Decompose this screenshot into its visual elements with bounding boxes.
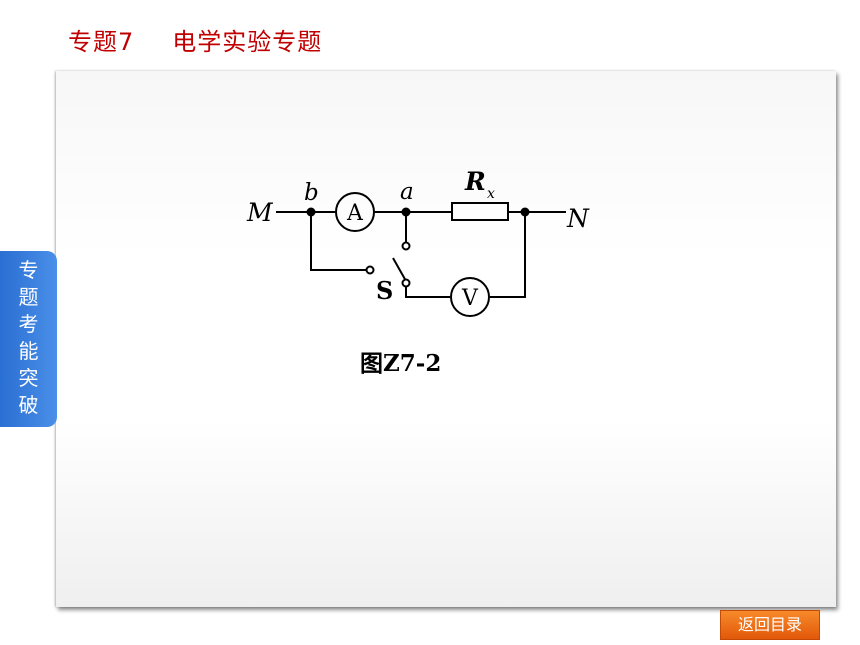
ammeter-icon xyxy=(335,192,375,232)
side-tab-char: 破 xyxy=(18,393,39,417)
side-tab-char: 专 xyxy=(18,258,39,282)
node-right xyxy=(520,207,530,217)
label-r: R xyxy=(464,167,486,196)
label-a: a xyxy=(400,179,414,205)
header-title: 专题7 电学实验专题 xyxy=(68,22,322,57)
wire-switch-to-voltmeter xyxy=(405,287,450,298)
label-b: b xyxy=(304,180,319,206)
switch-label: S xyxy=(376,276,393,305)
resistor-icon xyxy=(451,202,509,221)
side-tab-char: 突 xyxy=(18,366,39,390)
side-tab-char: 能 xyxy=(18,339,39,363)
figure-caption: 图Z7-2 xyxy=(360,350,442,377)
label-n: N xyxy=(566,204,590,233)
topic-number: 专题7 xyxy=(68,28,135,56)
switch-blade xyxy=(392,257,407,282)
side-tab-char: 考 xyxy=(18,312,39,336)
topic-title: 电学实验专题 xyxy=(172,28,323,56)
voltmeter-icon xyxy=(450,277,490,317)
ammeter-label: A xyxy=(346,201,364,226)
content-panel xyxy=(56,71,836,607)
back-to-contents-button[interactable]: 返回目录 xyxy=(720,610,820,640)
voltmeter-label: V xyxy=(461,286,479,311)
wire-b-branch xyxy=(310,212,366,271)
side-tab-char: 题 xyxy=(18,285,39,309)
switch-pivot xyxy=(401,278,411,288)
node-b xyxy=(306,207,316,217)
label-r-subscript: x xyxy=(487,186,495,202)
node-a xyxy=(401,207,411,217)
switch-contact-b xyxy=(365,265,375,275)
label-m: M xyxy=(246,198,274,227)
switch-contact-a xyxy=(401,241,411,251)
wire-voltmeter-to-node xyxy=(490,212,526,298)
side-tab-topic-ability[interactable]: 专 题 考 能 突 破 xyxy=(0,251,57,427)
